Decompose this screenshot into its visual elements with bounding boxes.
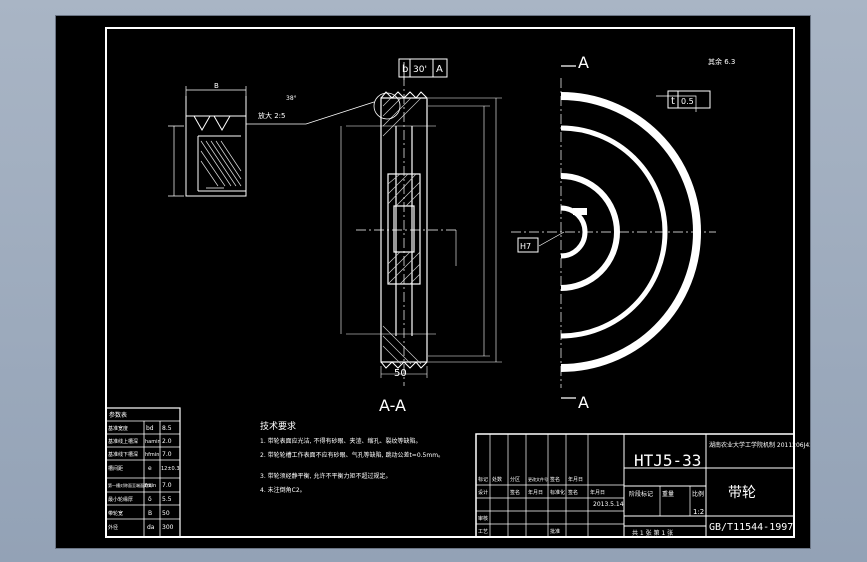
tb-row2: 年月日 — [590, 489, 605, 496]
weight-label: 重量 — [662, 490, 674, 498]
param-val: 50 — [162, 510, 170, 517]
tech-item: 1. 带轮表面应光洁, 不得有砂眼、夹渣、缩孔、裂纹等缺陷。 — [260, 437, 421, 445]
param-label: 基准线上槽深 — [108, 438, 138, 445]
param-sym: da — [147, 524, 155, 531]
runout-frame: t 0.5 — [667, 90, 711, 109]
tb-label: 年月日 — [568, 476, 583, 483]
param-sym: hfmin — [145, 452, 159, 458]
tb-label: 标记 — [478, 476, 488, 483]
tb-row2: 签名 — [510, 489, 520, 496]
tb-label: 处数 — [492, 476, 502, 483]
params-table: 参数表 基准宽度 bd 8.5 基准线上槽深 hamin 2.0 基准线下槽深 … — [105, 407, 181, 538]
param-sym: fmin — [145, 483, 156, 489]
hub-width-dim: 50 — [394, 368, 407, 379]
title-block — [475, 433, 795, 538]
tb-label: 签名 — [550, 476, 560, 483]
stage-label: 阶段标记 — [629, 490, 653, 498]
tb-process: 工艺 — [478, 529, 488, 535]
drawing-border — [105, 27, 795, 538]
tb-row2: 设计 — [478, 489, 488, 496]
tb-label: 分区 — [510, 476, 520, 483]
tb-row2: 年月日 — [528, 489, 543, 496]
param-label: 基准线下槽深 — [108, 451, 138, 458]
scale-label: 比例 — [692, 490, 704, 498]
runout-symbol: t — [671, 96, 675, 107]
datum-frame-symbol: b — [402, 64, 408, 75]
section-marker-top: A — [578, 53, 589, 72]
hole-fit-box: H7 — [517, 237, 539, 253]
tech-title: 技术要求 — [260, 420, 296, 432]
param-sym: e — [148, 465, 152, 472]
school-info: 湖南农业大学工学院机制 2011206J4203 — [709, 441, 810, 449]
cad-drawing: B 放大 2:5 38° b 30' A — [105, 27, 810, 538]
param-val: 2.0 — [162, 438, 172, 445]
sheet-info: 共 1 张 第 1 张 — [632, 529, 673, 537]
tb-row2: 标准化 — [550, 489, 565, 496]
tb-row2: 签名 — [568, 489, 578, 496]
param-val: 7.0 — [162, 451, 172, 458]
param-val: 8.5 — [162, 425, 172, 432]
param-label: 最小轮缘厚 — [108, 496, 133, 503]
datum-frame-value: 30' — [413, 65, 427, 75]
tech-requirements: 技术要求 1. 带轮表面应光洁, 不得有砂眼、夹渣、缩孔、裂纹等缺陷。 2. 带… — [260, 420, 444, 494]
datum-frame-datum: A — [436, 64, 443, 75]
section-view — [340, 62, 502, 386]
datum-frame-top: b 30' A — [398, 58, 448, 78]
param-val: 5.5 — [162, 496, 172, 503]
param-val: 7.0 — [162, 482, 172, 489]
tb-approve: 批准 — [550, 528, 560, 535]
param-sym: B — [148, 510, 152, 517]
param-val: 12±0.3 — [161, 466, 180, 472]
param-label: 基准宽度 — [108, 425, 128, 432]
detail-angle: 38° — [286, 95, 297, 102]
param-sym: hamin — [145, 439, 161, 445]
hole-fit-label: H7 — [520, 242, 531, 251]
param-label: 槽间距 — [108, 465, 123, 472]
param-val: 300 — [162, 524, 174, 531]
detail-scale-note: 放大 2:5 — [258, 111, 286, 120]
groove-detail-view — [168, 86, 375, 197]
part-name: 带轮 — [728, 485, 756, 501]
section-marker-bottom: A — [578, 393, 589, 412]
tb-check: 审核 — [478, 515, 488, 522]
detail-b-label: B — [214, 82, 219, 90]
date-value: 2013.5.14 — [593, 501, 624, 508]
param-sym: δ — [148, 496, 152, 503]
params-title: 参数表 — [109, 411, 127, 419]
scale-value: 1:2 — [693, 508, 704, 516]
roughness-note: 其余 6.3 — [708, 57, 735, 66]
tech-item: 4. 未注倒角C2。 — [260, 486, 306, 494]
param-label: 外径 — [108, 524, 118, 531]
standard-number: GB/T11544-1997 — [709, 522, 793, 533]
runout-value: 0.5 — [681, 97, 694, 106]
side-view — [511, 65, 716, 399]
tb-label: 更改文件号 — [528, 476, 548, 482]
drawing-number: HTJ5-33 — [634, 451, 701, 470]
section-view-label: A-A — [379, 396, 406, 415]
drawing-sheet: B 放大 2:5 38° b 30' A — [56, 16, 810, 548]
tech-item: 3. 带轮须经静平衡, 允许不平衡力矩不超过规定。 — [260, 472, 391, 480]
param-sym: bd — [146, 425, 154, 432]
tech-item: 2. 带轮轮槽工作表面不应有砂眼、气孔等缺陷, 跳动公差t=0.5mm。 — [260, 451, 444, 459]
param-label: 第一槽对称面至端面距离 — [108, 482, 152, 488]
param-label: 带轮宽 — [108, 510, 123, 517]
